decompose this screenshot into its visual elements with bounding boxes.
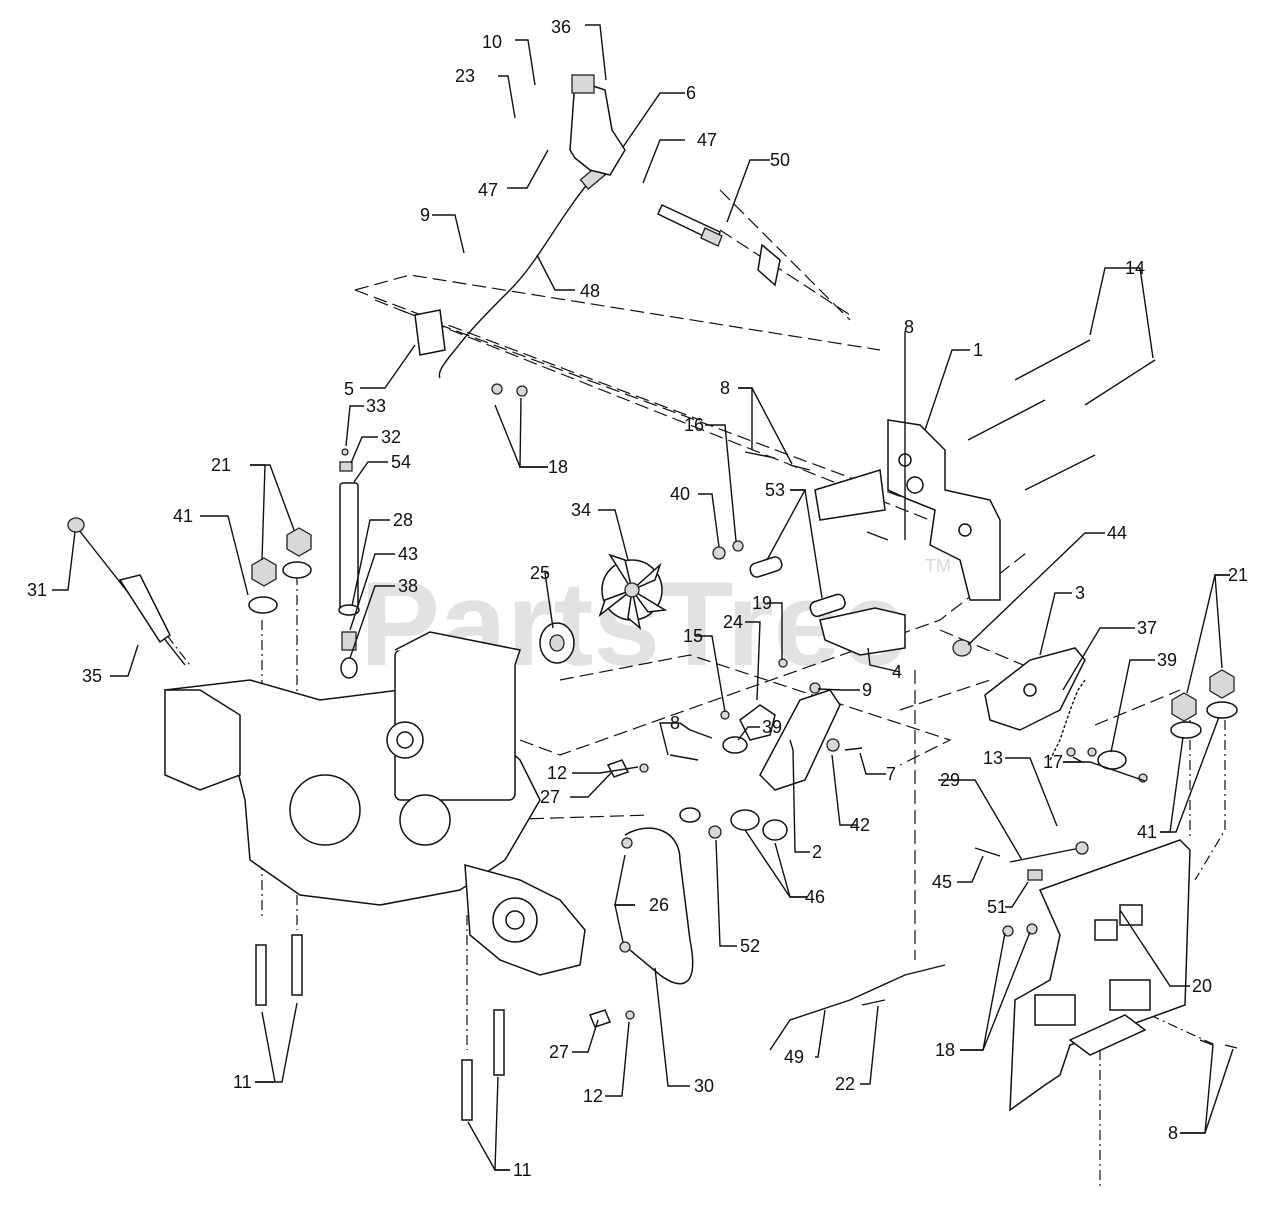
callout-15: 15 xyxy=(683,626,703,646)
callout-6: 6 xyxy=(686,83,696,103)
callout-12: 12 xyxy=(583,1086,603,1106)
callout-17: 17 xyxy=(1043,752,1063,772)
callout-21: 21 xyxy=(211,455,231,475)
callout-50: 50 xyxy=(770,150,790,170)
callout-11: 11 xyxy=(513,1160,532,1180)
callout-20: 20 xyxy=(1192,976,1212,996)
callout-26: 26 xyxy=(649,895,669,915)
callout-3: 3 xyxy=(1075,583,1085,603)
callout-42: 42 xyxy=(850,815,870,835)
callout-43: 43 xyxy=(398,544,418,564)
callout-2: 2 xyxy=(812,842,822,862)
callout-5: 5 xyxy=(344,379,354,399)
callout-25: 25 xyxy=(530,563,550,583)
callout-8: 8 xyxy=(1168,1123,1178,1143)
callout-11: 11 xyxy=(233,1072,252,1092)
callout-18: 18 xyxy=(935,1040,955,1060)
callout-16: 16 xyxy=(684,415,704,435)
part-shapes xyxy=(67,74,1238,1121)
callout-39: 39 xyxy=(1157,650,1177,670)
callout-29: 29 xyxy=(940,770,960,790)
callout-12: 12 xyxy=(547,763,567,783)
callout-36: 36 xyxy=(551,17,571,37)
callout-8: 8 xyxy=(720,378,730,398)
callout-35: 35 xyxy=(82,666,102,686)
callout-31: 31 xyxy=(27,580,47,600)
callout-48: 48 xyxy=(580,281,600,301)
callout-40: 40 xyxy=(670,484,690,504)
callout-47: 47 xyxy=(697,130,717,150)
callout-1: 1 xyxy=(973,340,983,360)
callout-34: 34 xyxy=(571,500,591,520)
callout-19: 19 xyxy=(752,593,772,613)
callout-46: 46 xyxy=(805,887,825,907)
callout-45: 45 xyxy=(932,872,952,892)
callout-49: 49 xyxy=(784,1047,804,1067)
callout-54: 54 xyxy=(391,452,411,472)
callout-27: 27 xyxy=(540,787,560,807)
callout-52: 52 xyxy=(740,936,760,956)
leader-lines xyxy=(52,24,1234,1171)
callout-53: 53 xyxy=(765,480,785,500)
callout-10: 10 xyxy=(482,32,502,52)
callout-47: 47 xyxy=(478,180,498,200)
callout-39: 39 xyxy=(762,717,782,737)
callout-24: 24 xyxy=(723,612,743,632)
callout-7: 7 xyxy=(886,764,896,784)
callout-8: 8 xyxy=(670,713,680,733)
callout-27: 27 xyxy=(549,1042,569,1062)
callout-18: 18 xyxy=(548,457,568,477)
callout-32: 32 xyxy=(381,427,401,447)
callout-30: 30 xyxy=(694,1076,714,1096)
callout-41: 41 xyxy=(173,506,193,526)
callout-23: 23 xyxy=(455,66,475,86)
callout-9: 9 xyxy=(420,205,430,225)
callout-labels: 36 10 23 6 47 47 50 9 48 14 5 18 33 32 5… xyxy=(27,17,1248,1180)
watermark-trademark: TM xyxy=(925,556,951,576)
callout-41: 41 xyxy=(1137,822,1157,842)
callout-51: 51 xyxy=(987,897,1007,917)
callout-44: 44 xyxy=(1107,523,1127,543)
callout-33: 33 xyxy=(366,396,386,416)
callout-22: 22 xyxy=(835,1074,855,1094)
callout-37: 37 xyxy=(1137,618,1157,638)
callout-13: 13 xyxy=(983,748,1003,768)
callout-28: 28 xyxy=(393,510,413,530)
callout-14: 14 xyxy=(1125,258,1145,278)
callout-4: 4 xyxy=(892,662,902,682)
callout-9: 9 xyxy=(862,680,872,700)
callout-38: 38 xyxy=(398,576,418,596)
callout-21: 21 xyxy=(1228,565,1248,585)
callout-8: 8 xyxy=(904,317,914,337)
